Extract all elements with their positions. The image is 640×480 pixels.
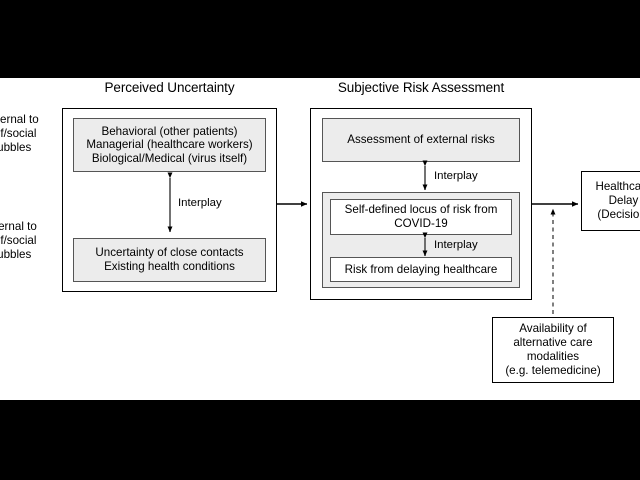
letterbox-bottom	[0, 400, 640, 480]
letterbox-top	[0, 0, 640, 78]
box-assessment-of-external-risks-label: Assessment of external risks	[347, 133, 495, 147]
box-availability-alternative-care-label: Availability of alternative care modalit…	[505, 322, 601, 377]
box-risk-from-delaying-healthcare-label: Risk from delaying healthcare	[344, 262, 498, 276]
box-healthcare-delay-decision[interactable]: Healthcare Delay (Decision)	[581, 171, 640, 231]
title-subjective-risk-assessment: Subjective Risk Assessment	[337, 80, 505, 95]
title-perceived-uncertainty: Perceived Uncertainty	[104, 80, 235, 95]
box-external-uncertainty-sources-label: Behavioral (other patients) Managerial (…	[86, 124, 253, 165]
interplay-label-middle-lower: Interplay	[434, 239, 478, 251]
box-assessment-of-external-risks[interactable]: Assessment of external risks	[322, 118, 520, 162]
interplay-label-middle-upper: Interplay	[434, 170, 478, 182]
box-healthcare-delay-decision-label: Healthcare Delay (Decision)	[595, 180, 640, 221]
box-risk-from-delaying-healthcare[interactable]: Risk from delaying healthcare	[330, 257, 512, 282]
interplay-label-left: Interplay	[178, 197, 222, 209]
box-external-uncertainty-sources[interactable]: Behavioral (other patients) Managerial (…	[73, 118, 266, 172]
connectors-overlay	[167, 160, 579, 314]
side-label-internal: Internal to self/social bubbles	[0, 220, 37, 261]
diagram-area: Perceived Uncertainty Subjective Risk As…	[0, 78, 640, 400]
box-self-defined-locus-of-risk[interactable]: Self-defined locus of risk from COVID-19	[330, 199, 512, 235]
box-internal-uncertainty-sources[interactable]: Uncertainty of close contacts Existing h…	[73, 238, 266, 282]
box-internal-uncertainty-sources-label: Uncertainty of close contacts Existing h…	[95, 246, 244, 273]
box-self-defined-locus-of-risk-label: Self-defined locus of risk from COVID-19	[344, 203, 498, 230]
side-label-external: External to self/social bubbles	[0, 113, 39, 154]
box-availability-alternative-care[interactable]: Availability of alternative care modalit…	[492, 317, 614, 383]
